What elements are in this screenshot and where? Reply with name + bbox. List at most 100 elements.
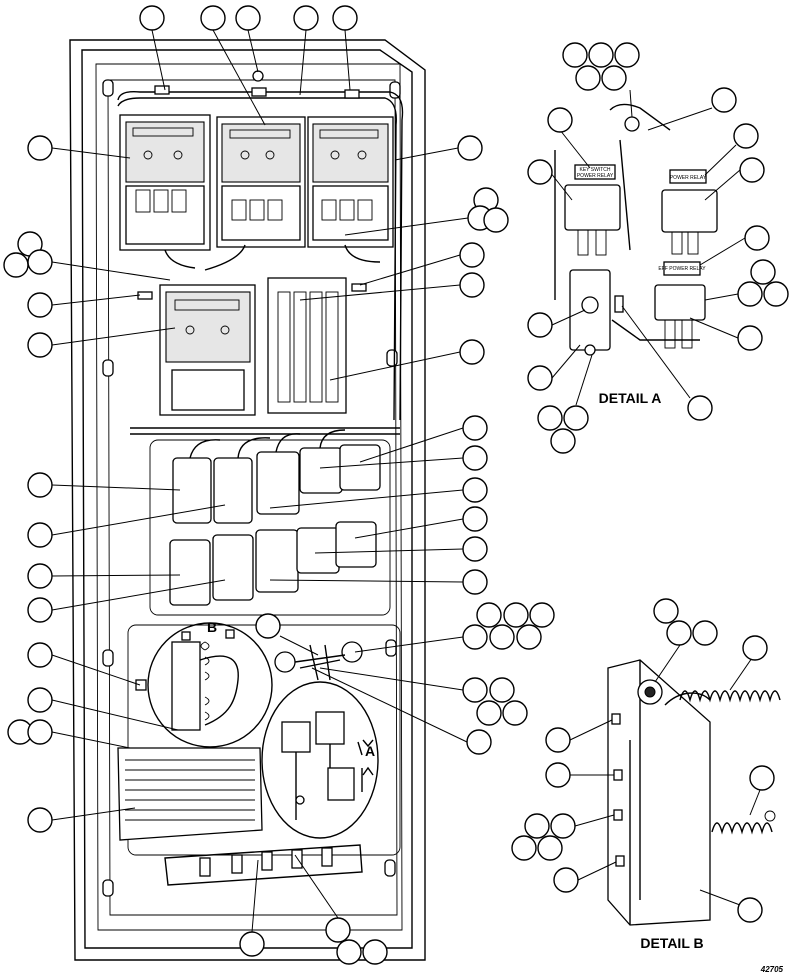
callout-bubble bbox=[27, 687, 53, 713]
callout-bubble bbox=[27, 249, 53, 275]
callout-bubble bbox=[489, 624, 515, 650]
eff-power-relay: EFF POWER RELAY bbox=[654, 261, 706, 349]
callout-bubble bbox=[749, 765, 775, 791]
callout-bubble bbox=[744, 225, 770, 251]
callout-bubble bbox=[527, 365, 553, 391]
callout-bubble bbox=[325, 917, 351, 943]
callout-bubble bbox=[737, 281, 763, 307]
callout-bubble bbox=[462, 477, 488, 503]
callout-bubble bbox=[483, 207, 509, 233]
top-harness bbox=[117, 70, 404, 421]
relay-row-1 bbox=[172, 444, 381, 524]
power-relay-tag: POWER RELAY bbox=[670, 175, 707, 181]
callout-bubble bbox=[3, 252, 29, 278]
callout-bubble bbox=[537, 405, 563, 431]
callout-bubble bbox=[737, 897, 763, 923]
callout-bubble bbox=[511, 835, 537, 861]
callout-bubble bbox=[255, 613, 281, 639]
callout-bubble bbox=[575, 65, 601, 91]
callout-bubble bbox=[462, 415, 488, 441]
callout-bubble bbox=[550, 428, 576, 454]
callout-bubble bbox=[545, 727, 571, 753]
callout-bubble bbox=[27, 719, 53, 745]
callout-bubble bbox=[462, 677, 488, 703]
controller-row-top bbox=[119, 114, 394, 271]
callout-bubble bbox=[239, 931, 265, 957]
key-switch-relay: KEY SWITCH POWER RELAY bbox=[564, 164, 621, 256]
circuit-breaker bbox=[569, 269, 611, 356]
power-relay: POWER RELAY bbox=[661, 169, 718, 255]
callout-bubble bbox=[139, 5, 165, 31]
callout-bubble bbox=[457, 135, 483, 161]
callout-bubble bbox=[462, 445, 488, 471]
callout-bubble bbox=[476, 602, 502, 628]
callout-bubble bbox=[687, 395, 713, 421]
view-a-circle bbox=[261, 681, 379, 839]
eff-power-relay-tag: EFF POWER RELAY bbox=[658, 266, 706, 272]
callout-bubble bbox=[466, 729, 492, 755]
callout-bubble bbox=[601, 65, 627, 91]
callout-bubble bbox=[750, 259, 776, 285]
key-switch-relay-tag: KEY SWITCH bbox=[579, 167, 610, 173]
bottom-terminal-block bbox=[164, 844, 363, 886]
callout-bubble bbox=[462, 624, 488, 650]
detail-b-title: DETAIL B bbox=[640, 935, 703, 951]
callout-bubble bbox=[462, 569, 488, 595]
callout-bubble bbox=[692, 620, 718, 646]
callout-bubble bbox=[545, 762, 571, 788]
callout-bubble bbox=[462, 506, 488, 532]
callout-bubble bbox=[527, 312, 553, 338]
callout-bubble bbox=[27, 642, 53, 668]
callout-bubble bbox=[27, 332, 53, 358]
resistor-coil-upper bbox=[679, 690, 781, 703]
callout-bubble bbox=[27, 807, 53, 833]
heat-sink bbox=[117, 747, 263, 841]
callout-bubble bbox=[27, 597, 53, 623]
callout-bubble bbox=[27, 472, 53, 498]
controller-module-3 bbox=[307, 116, 394, 248]
relay-bank bbox=[149, 429, 391, 616]
callout-bubble bbox=[666, 620, 692, 646]
callout-bubble bbox=[588, 42, 614, 68]
callout-bubble bbox=[614, 42, 640, 68]
callout-bubble bbox=[362, 939, 388, 965]
callout-bubble bbox=[550, 813, 576, 839]
controller-module-1 bbox=[119, 114, 211, 251]
key-switch-relay-tag-2: POWER RELAY bbox=[577, 173, 614, 179]
controller-row-middle bbox=[130, 277, 400, 435]
callout-bubble bbox=[562, 42, 588, 68]
callout-bubble bbox=[476, 700, 502, 726]
callout-bubble bbox=[200, 5, 226, 31]
callout-bubble bbox=[462, 536, 488, 562]
callout-bubble bbox=[516, 624, 542, 650]
terminal-strip bbox=[277, 291, 339, 403]
resistor-coil-lower bbox=[711, 810, 776, 835]
figure-number: 42705 bbox=[760, 965, 784, 974]
callout-bubble bbox=[742, 635, 768, 661]
callout-bubble bbox=[336, 939, 362, 965]
relay-row-2 bbox=[169, 521, 377, 606]
callout-bubble bbox=[489, 677, 515, 703]
callout-bubble bbox=[529, 602, 555, 628]
callout-bubble bbox=[763, 281, 789, 307]
detail-b: DETAIL B bbox=[607, 659, 781, 951]
detail-a-title: DETAIL A bbox=[599, 390, 662, 406]
callout-bubble bbox=[563, 405, 589, 431]
controller-module-2 bbox=[216, 116, 306, 248]
callout-bubble bbox=[332, 5, 358, 31]
callout-bubble bbox=[737, 325, 763, 351]
callout-bubble bbox=[553, 867, 579, 893]
callout-bubble bbox=[27, 563, 53, 589]
callout-bubble bbox=[459, 242, 485, 268]
view-b-letter: B bbox=[207, 619, 217, 635]
callout-bubble bbox=[293, 5, 319, 31]
detail-a: KEY SWITCH POWER RELAY POWER RELAY EFF P… bbox=[554, 103, 718, 406]
view-b-circle bbox=[135, 622, 273, 748]
callout-bubble bbox=[459, 272, 485, 298]
callout-bubble bbox=[527, 159, 553, 185]
callout-bubble bbox=[502, 700, 528, 726]
callout-bubble bbox=[733, 123, 759, 149]
callout-bubble bbox=[27, 522, 53, 548]
view-a-letter: A bbox=[365, 743, 375, 759]
